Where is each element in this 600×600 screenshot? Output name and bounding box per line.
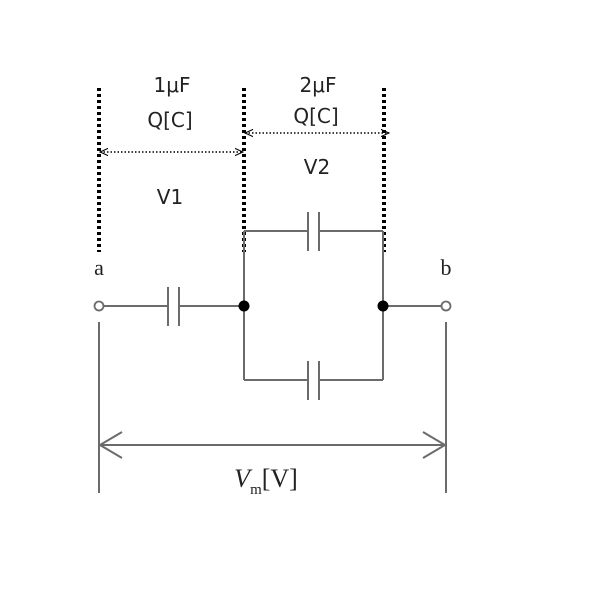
cap1-value-label: 1μF: [154, 73, 191, 97]
vm-arrowhead-left: [98, 431, 123, 459]
v2-label: V2: [304, 155, 330, 179]
terminal-a: [93, 300, 105, 312]
terminal-a-label: a: [94, 255, 104, 280]
cap1-charge-label: Q[C]: [147, 108, 192, 132]
junction-left: [238, 300, 250, 312]
cap2-charge-label: Q[C]: [293, 104, 338, 128]
vm-symbol: V: [234, 464, 253, 493]
v1-label: V1: [157, 185, 183, 209]
junction-right: [377, 300, 389, 312]
cap2-value-label: 2μF: [300, 73, 337, 97]
vm-subscript: m: [250, 482, 262, 498]
vm-unit: [V]: [262, 464, 298, 493]
terminal-b-label: b: [441, 255, 452, 280]
terminal-b: [440, 300, 452, 312]
vm-label: Vm[V]: [234, 464, 298, 498]
vm-arrowhead-right: [422, 431, 447, 459]
